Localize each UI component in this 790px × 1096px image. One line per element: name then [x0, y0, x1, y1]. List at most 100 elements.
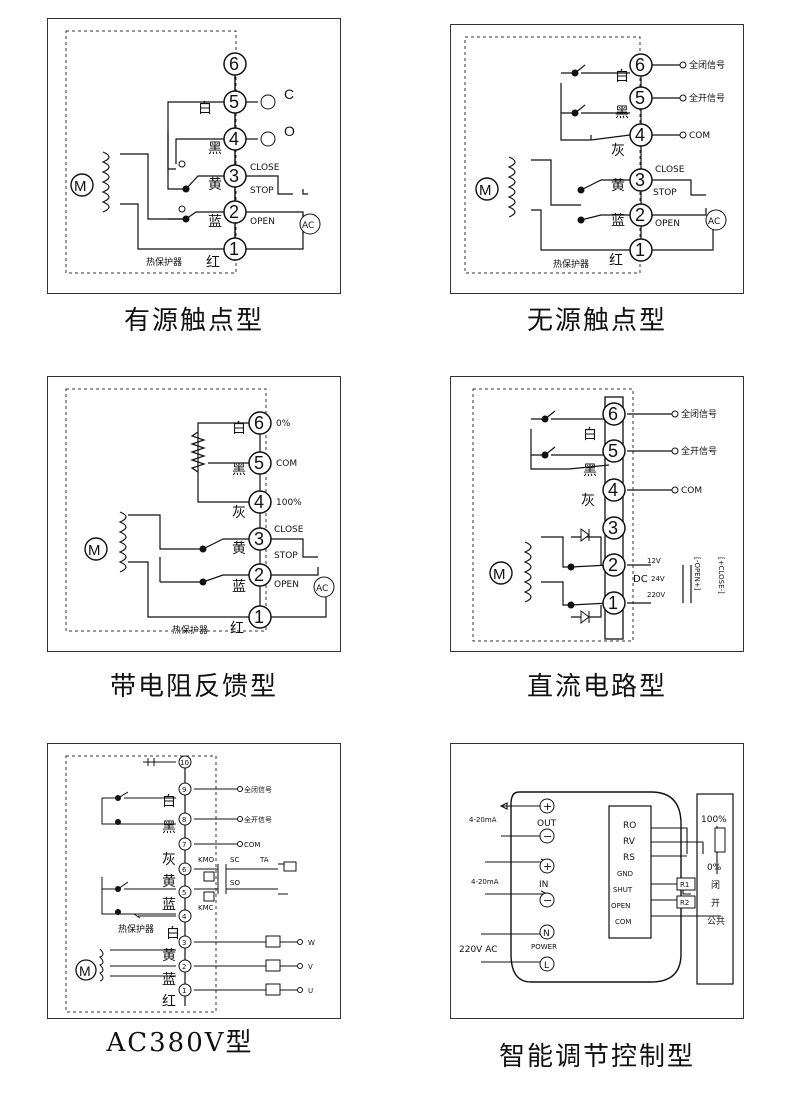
terminal-4: [602, 478, 626, 502]
label-close-cn: 闭: [711, 879, 720, 891]
label-gnd: GND: [617, 870, 633, 878]
label-ta: TA: [259, 856, 269, 864]
label-open: OPEN: [250, 217, 275, 227]
terminal-6: [223, 52, 247, 76]
terminal-3-label: 3: [182, 939, 186, 947]
terminal-2-label: 2: [608, 555, 618, 575]
label-full-close: 全闭信号: [681, 408, 717, 420]
terminal-1-label: 1: [182, 987, 186, 995]
label-12v: 12V: [647, 557, 661, 565]
terminal-2-label: 2: [635, 205, 645, 225]
motor-label: M: [74, 178, 87, 195]
thermal-protector-label: 热保护器: [146, 256, 182, 268]
terminal-6-label: 6: [608, 404, 618, 424]
label-r2: R2: [680, 899, 689, 907]
label-sc: SC: [230, 856, 239, 864]
terminal-2: [602, 553, 626, 577]
label-full-close: 全闭信号: [689, 59, 725, 71]
wire-blue: 蓝: [611, 213, 625, 229]
diagram-dc-circuit: 6 5 4 3 2 1 M 白 黑 灰 全闭信号 全开信号 COM 12V DC…: [472, 388, 725, 642]
terminal-3-label: 3: [254, 529, 264, 549]
label-so: SO: [230, 879, 240, 887]
internal-wiring: [120, 101, 308, 250]
caption-resistance-feedback: 带电阻反馈型: [109, 672, 278, 702]
out-minus-symbol: −: [543, 830, 552, 843]
label-o: O: [284, 123, 295, 139]
label-close: CLOSE: [655, 165, 685, 175]
terminal-3: [629, 168, 653, 192]
label-stop: STOP: [250, 186, 274, 196]
terminal-3-label: 3: [229, 166, 239, 186]
wire-yellow: 黄: [208, 176, 222, 193]
wire-white: 白: [162, 794, 176, 810]
terminal-4: [248, 490, 272, 514]
ac-source-icon: [705, 209, 727, 231]
terminal-6-label: 6: [229, 54, 239, 74]
terminal-4: [629, 123, 653, 147]
terminal-5: [629, 86, 653, 110]
motor-label: M: [493, 566, 506, 583]
label-shut: SHUT: [613, 886, 633, 894]
motor-label: M: [479, 182, 492, 199]
terminal-2: [248, 563, 272, 587]
label-kmc: KMC: [198, 904, 214, 912]
thermal-protector-label: 热保护器: [553, 258, 589, 270]
label-close: CLOSE: [274, 525, 304, 535]
label-ma-in: 4-20mA: [471, 878, 499, 886]
thermal-protector-label: 热保护器: [118, 923, 154, 935]
label-220v: 220V: [647, 591, 665, 599]
panel-dc-circuit: 6 5 4 3 2 1 M 白 黑 灰 全闭信号 全开信号 COM 12V DC…: [450, 376, 744, 652]
label-24v: 24V: [651, 575, 665, 583]
wire-black: 黑: [232, 462, 246, 478]
label-r1: R1: [680, 881, 689, 889]
ac-source-icon: [299, 213, 321, 235]
wire-black: 黑: [615, 105, 629, 121]
label-full-open: 全开信号: [244, 815, 272, 824]
label-com: COM: [244, 841, 260, 849]
wire-blue: 蓝: [232, 579, 246, 595]
label-com: COM: [681, 486, 702, 496]
wire-yellow: 黄: [232, 540, 246, 557]
wire-yellow: 黄: [611, 177, 625, 194]
out-plus-symbol: +: [543, 800, 552, 813]
controller-housing: [510, 791, 682, 983]
label-close: CLOSE: [250, 163, 280, 173]
terminal-3-label: 3: [635, 170, 645, 190]
label-w: W: [308, 939, 315, 947]
motor-icon: [84, 537, 108, 561]
label-com: COM: [276, 459, 297, 469]
terminal-5-label: 5: [254, 453, 264, 473]
ac-label: AC: [302, 221, 314, 231]
wire-gray: 灰: [611, 143, 625, 159]
diode-icon: [580, 528, 590, 542]
terminal-4-label: 4: [182, 913, 187, 921]
panel-active-contact: 6 5 4 3 2 1: [47, 18, 341, 294]
terminal-column: 6 5 4 3 2 1: [223, 52, 247, 261]
wire-black: 黑: [583, 463, 597, 479]
terminal-5-label: 5: [608, 441, 618, 461]
power-n-symbol: N: [543, 929, 550, 939]
label-rs: RS: [623, 853, 635, 863]
label-com: COM: [615, 918, 631, 926]
wire-gray: 灰: [581, 493, 595, 509]
thermal-protector-label: 热保护器: [172, 624, 208, 636]
terminal-1: [629, 238, 653, 262]
label-open: OPEN: [274, 580, 299, 590]
terminal-5: [248, 451, 272, 475]
terminal-1-label: 1: [254, 607, 264, 627]
label-hundred-percent: 100%: [276, 498, 302, 508]
motor-coil-icon: [523, 541, 532, 603]
resistor-icon: [190, 431, 206, 473]
label-kmo: KMO: [198, 856, 215, 864]
terminal-1-label: 1: [635, 240, 645, 260]
motor-icon: [489, 561, 513, 585]
terminal-6: [248, 411, 272, 435]
terminal-4-label: 4: [608, 480, 618, 500]
label-100-percent: 100%: [701, 815, 727, 825]
label-ma-out: 4-20mA: [469, 816, 497, 824]
terminal-5-label: 5: [182, 889, 186, 897]
label-v: V: [308, 963, 313, 971]
terminal-3: [602, 516, 626, 540]
terminal-6: [629, 53, 653, 77]
label-com: COM: [689, 131, 710, 141]
